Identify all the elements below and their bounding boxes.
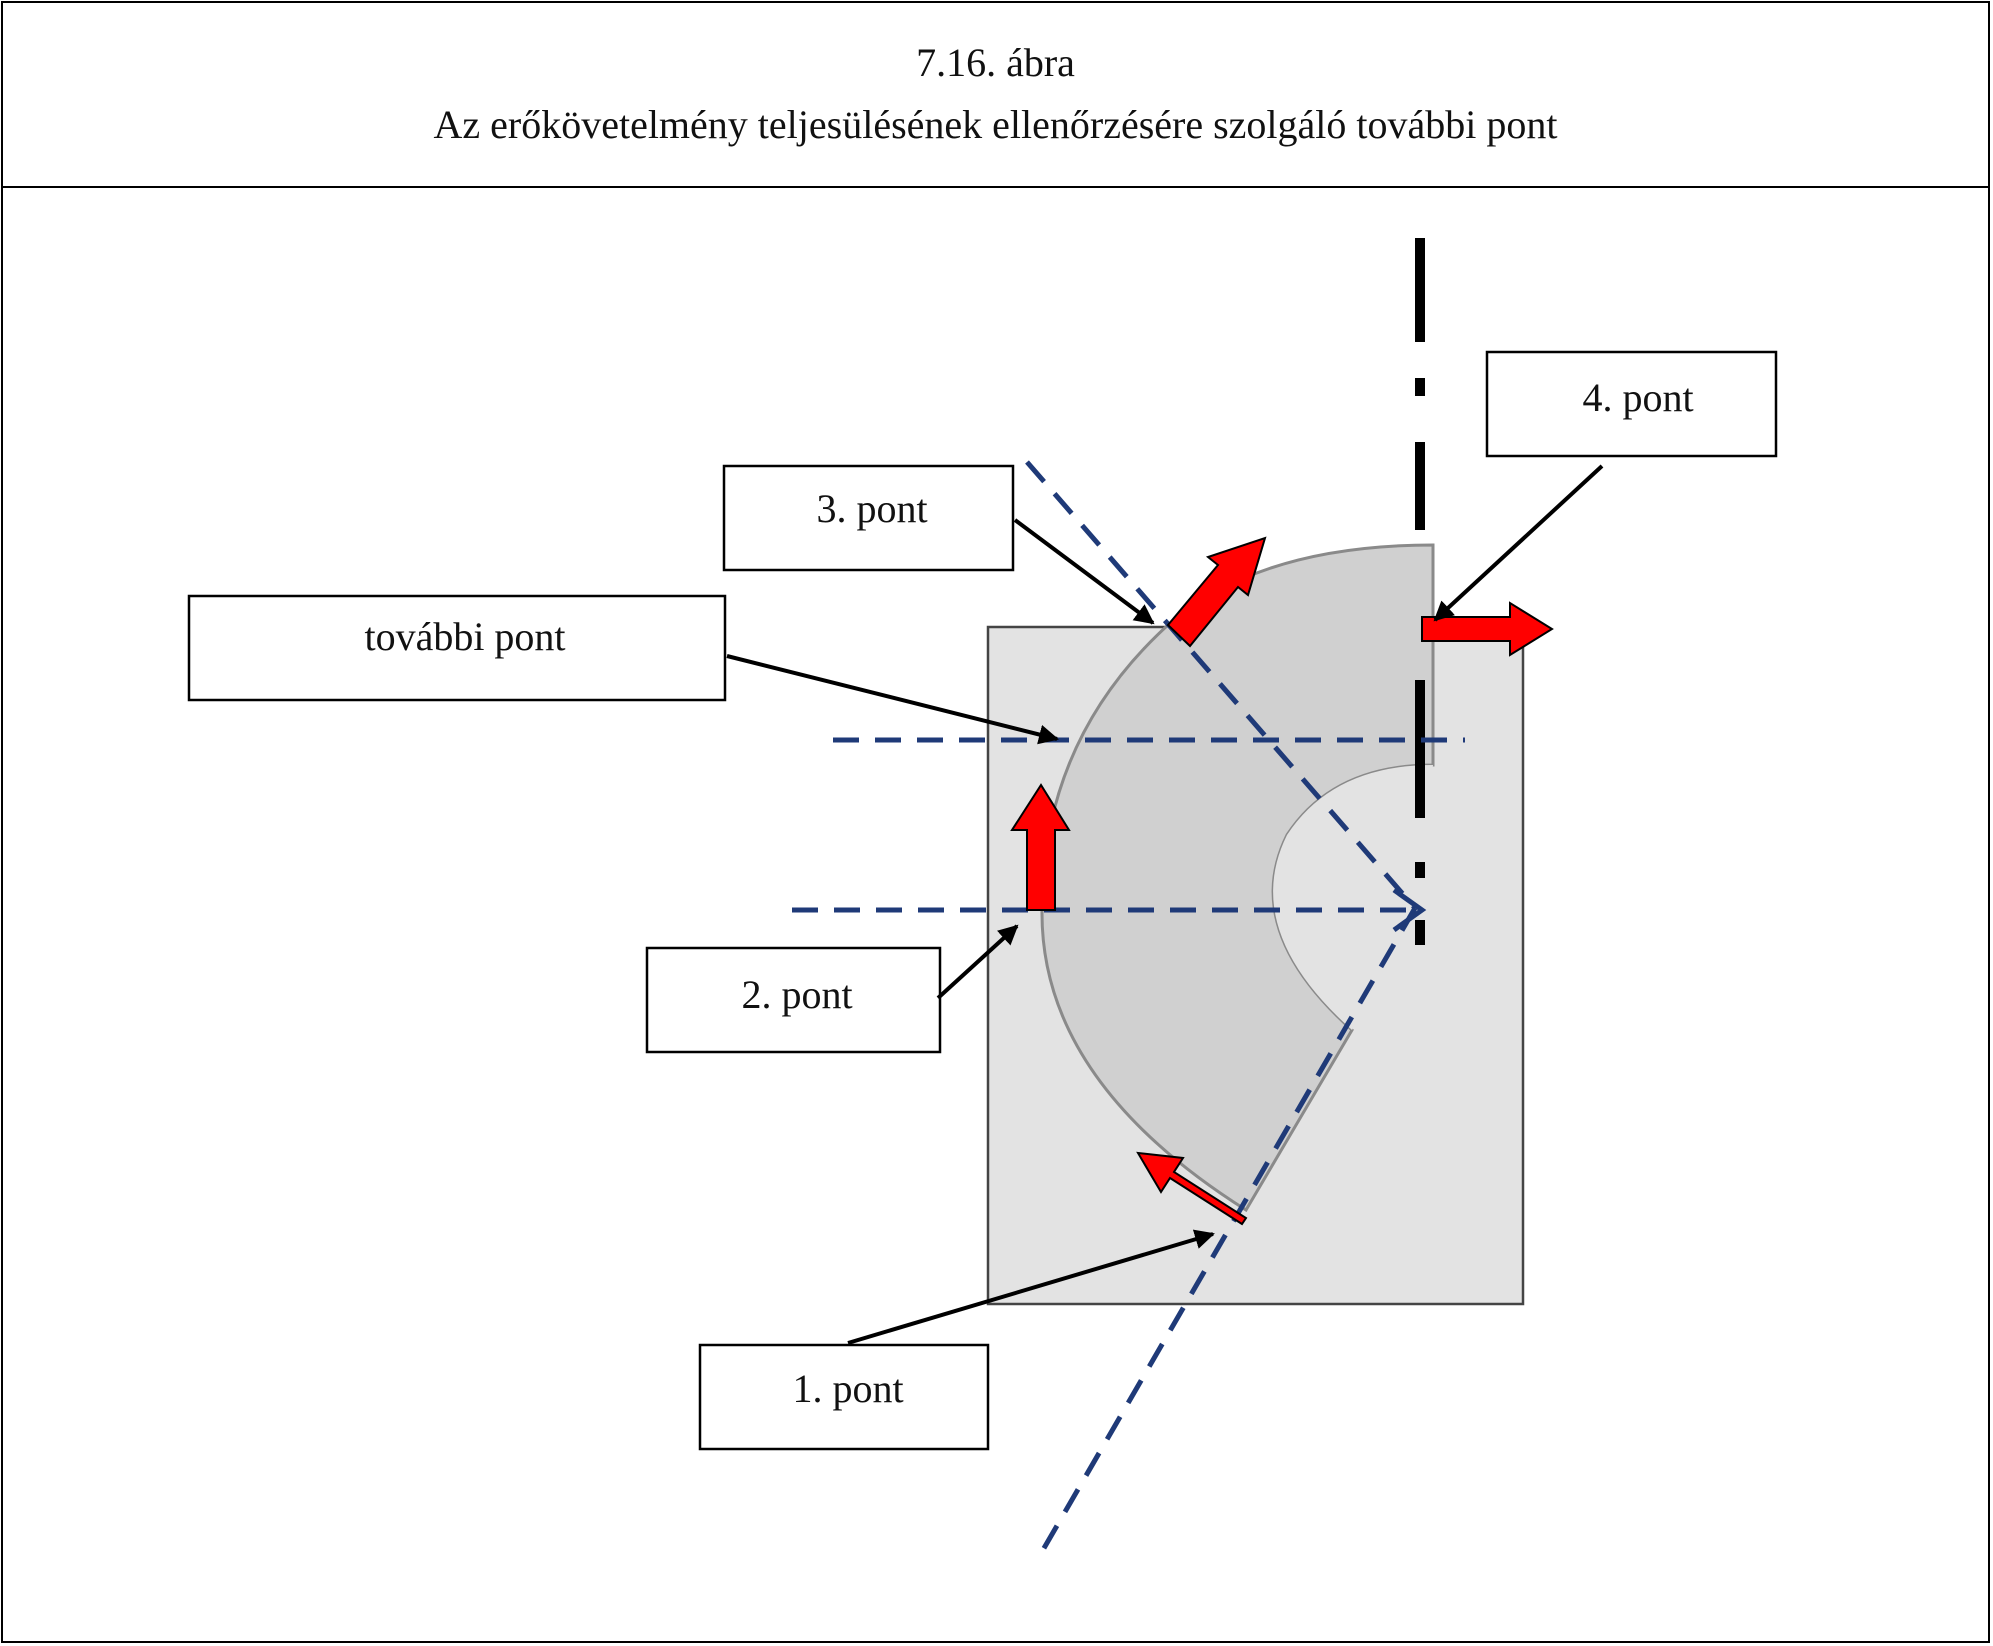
label-box-point1: 1. pont — [698, 1343, 990, 1451]
leader-point2 — [936, 924, 1019, 1000]
svg-text:további pont: további pont — [364, 614, 565, 659]
label-box-point4: 4. pont — [1485, 350, 1778, 458]
diagram: 3. pont 4. pont további pont 2. pont 1. … — [187, 238, 1778, 1557]
figure-title: Az erőkövetelmény teljesülésének ellenőr… — [433, 102, 1558, 147]
reference-arrowhead — [1392, 887, 1427, 933]
label-box-point2: 2. pont — [645, 946, 942, 1054]
leader-arrows — [726, 464, 1604, 1345]
force-arrow-point4 — [1421, 601, 1554, 657]
force-arrow-point1 — [1136, 1151, 1248, 1226]
figure-header: 7.16. ábra Az erőkövetelmény teljesülésé… — [3, 3, 1988, 188]
label-box-extra-point: további pont — [187, 594, 727, 702]
leader-extra-point — [726, 654, 1059, 745]
force-arrows — [1010, 536, 1554, 1226]
svg-text:3. pont: 3. pont — [816, 486, 927, 531]
reference-lines — [792, 460, 1465, 1557]
label-box-point3: 3. pont — [722, 464, 1015, 572]
svg-text:4. pont: 4. pont — [1582, 375, 1693, 420]
diagonal-reference-upper — [1025, 460, 1417, 910]
leader-point3 — [1013, 518, 1155, 625]
seat-cutout — [1273, 765, 1433, 1030]
force-arrow-point3 — [1166, 536, 1267, 648]
svg-text:1. pont: 1. pont — [792, 1366, 903, 1411]
leader-point4 — [1433, 464, 1604, 622]
figure-number: 7.16. ábra — [916, 40, 1075, 85]
leader-point1 — [847, 1229, 1215, 1345]
svg-text:2. pont: 2. pont — [741, 972, 852, 1017]
force-arrow-point2 — [1010, 783, 1071, 911]
